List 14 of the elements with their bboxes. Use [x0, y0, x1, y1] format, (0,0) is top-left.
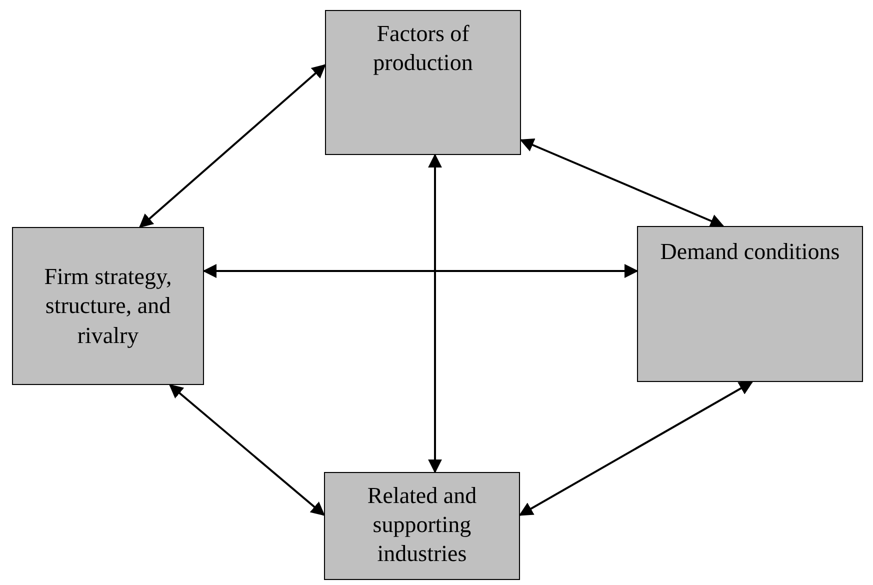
factor-label: Demand conditions: [660, 238, 840, 266]
factor-box: [324, 472, 520, 580]
factor-label: Factors of production: [372, 20, 474, 78]
double-arrow: [518, 381, 754, 516]
factor-label: Firm strategy, structure, and rivalry: [43, 263, 173, 350]
double-arrow: [168, 384, 326, 516]
factor-box: [325, 10, 521, 155]
double-arrow: [138, 64, 326, 228]
factor-box: [637, 226, 863, 382]
double-arrow: [428, 154, 442, 474]
factor-box: [12, 227, 204, 385]
factor-label: Related and supporting industries: [366, 482, 478, 568]
double-arrow: [520, 138, 724, 228]
double-arrow: [202, 264, 638, 278]
